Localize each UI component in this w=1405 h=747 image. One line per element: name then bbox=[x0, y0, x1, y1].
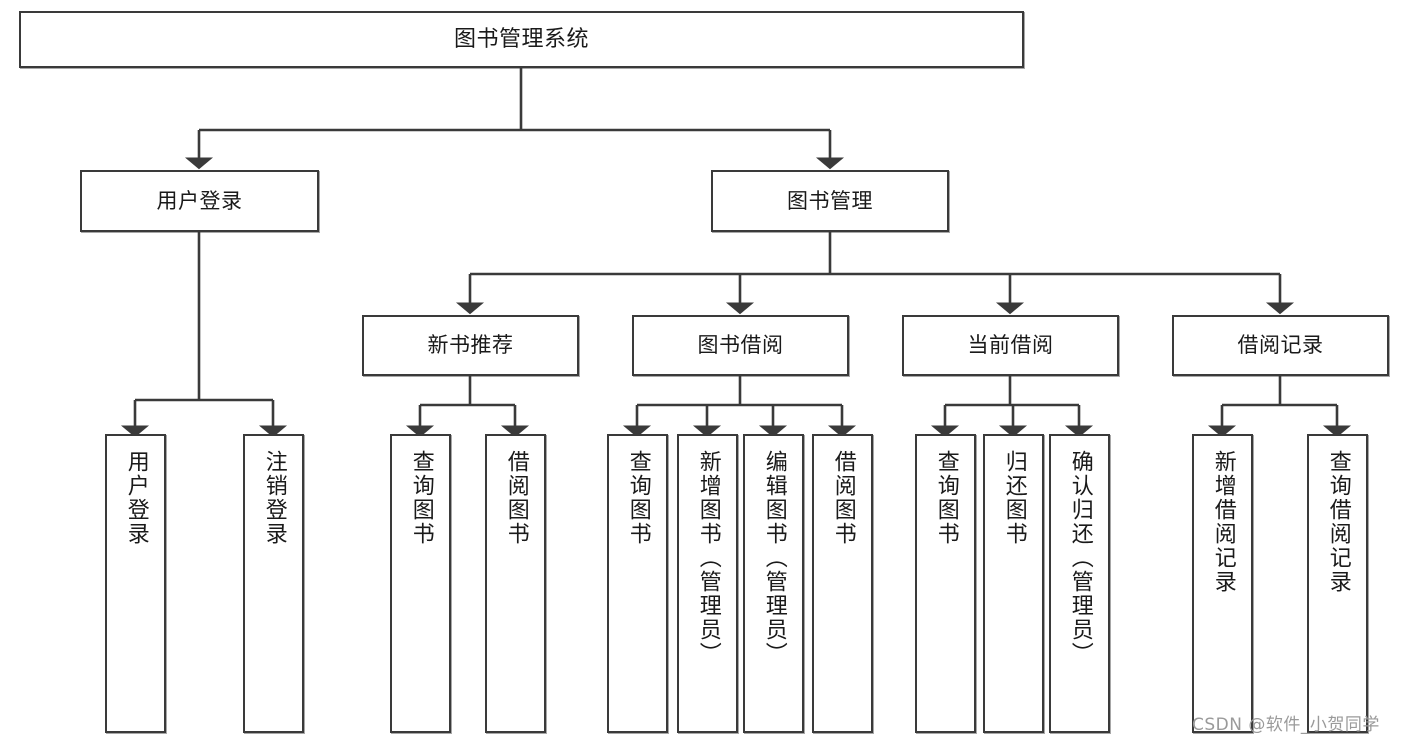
node-label: 查询图书 bbox=[625, 450, 651, 546]
node-leaf-add-borrow-record[interactable]: 新增借阅记录 bbox=[1192, 434, 1253, 733]
node-label: 当前借阅 bbox=[967, 333, 1054, 358]
node-label: 借阅图书 bbox=[830, 450, 856, 546]
csdn-watermark: CSDN @软件_小贺同学 bbox=[1192, 715, 1380, 735]
node-leaf-query-book-recommend[interactable]: 查询图书 bbox=[390, 434, 451, 733]
node-book-borrow[interactable]: 图书借阅 bbox=[632, 315, 849, 376]
node-leaf-logout[interactable]: 注销登录 bbox=[243, 434, 304, 733]
node-label: 查询图书 bbox=[933, 450, 959, 546]
node-book-management[interactable]: 图书管理 bbox=[711, 170, 949, 232]
node-label: 新增图书（管理员） bbox=[695, 450, 721, 666]
node-label: 图书管理 bbox=[787, 188, 873, 213]
node-label: 用户登录 bbox=[156, 188, 243, 213]
node-leaf-borrow-book-recommend[interactable]: 借阅图书 bbox=[485, 434, 546, 733]
node-label: 查询图书 bbox=[408, 450, 434, 546]
node-leaf-edit-book-admin[interactable]: 编辑图书（管理员） bbox=[743, 434, 804, 733]
node-label: 用户登录 bbox=[123, 450, 149, 546]
node-label: 确认归还（管理员） bbox=[1067, 450, 1093, 666]
node-leaf-user-login[interactable]: 用户登录 bbox=[105, 434, 166, 733]
node-borrow-record[interactable]: 借阅记录 bbox=[1172, 315, 1389, 376]
node-leaf-return-book[interactable]: 归还图书 bbox=[983, 434, 1044, 733]
node-root-book-management-system[interactable]: 图书管理系统 bbox=[19, 11, 1024, 68]
node-leaf-query-borrow-record[interactable]: 查询借阅记录 bbox=[1307, 434, 1368, 733]
node-leaf-query-book-borrow[interactable]: 查询图书 bbox=[607, 434, 668, 733]
node-label: 新书推荐 bbox=[427, 333, 514, 358]
node-label: 图书管理系统 bbox=[453, 26, 589, 52]
node-label: 查询借阅记录 bbox=[1325, 450, 1351, 594]
node-user-login[interactable]: 用户登录 bbox=[80, 170, 319, 232]
node-label: 借阅记录 bbox=[1237, 333, 1324, 358]
node-leaf-borrow-book[interactable]: 借阅图书 bbox=[812, 434, 873, 733]
node-label: 新增借阅记录 bbox=[1210, 450, 1236, 594]
node-current-borrow[interactable]: 当前借阅 bbox=[902, 315, 1119, 376]
node-new-book-recommend[interactable]: 新书推荐 bbox=[362, 315, 579, 376]
node-label: 归还图书 bbox=[1001, 450, 1027, 546]
node-leaf-add-book-admin[interactable]: 新增图书（管理员） bbox=[677, 434, 738, 733]
node-label: 编辑图书（管理员） bbox=[761, 450, 787, 666]
node-label: 图书借阅 bbox=[697, 333, 784, 358]
node-label: 注销登录 bbox=[261, 450, 287, 546]
node-leaf-query-book-current[interactable]: 查询图书 bbox=[915, 434, 976, 733]
node-label: 借阅图书 bbox=[503, 450, 529, 546]
node-leaf-confirm-return-admin[interactable]: 确认归还（管理员） bbox=[1049, 434, 1110, 733]
